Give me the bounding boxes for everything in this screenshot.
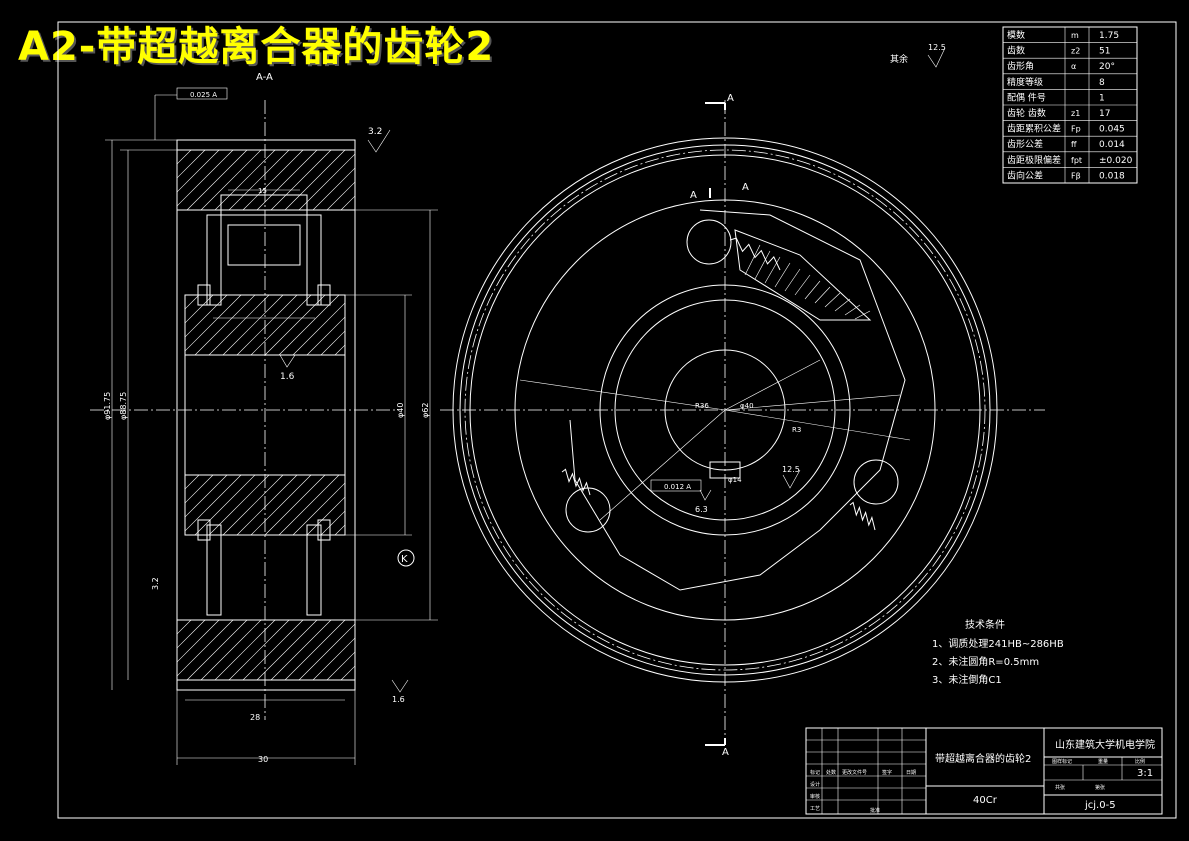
roughness-other: 12.5 [928,43,946,52]
gear-table-value: ±0.020 [1099,156,1133,166]
gear-table-symbol: z1 [1071,109,1080,118]
tb-role-1: 处数 [826,769,836,776]
dim-62: φ62 [421,403,430,418]
gear-table-label: 齿距累积公差 [1007,123,1061,135]
tb-role-6: 审核 [810,793,820,800]
section-view: A-A [90,72,438,765]
dim-root-dia: φ88.75 [119,392,128,420]
gear-table-label: 模数 [1007,29,1025,41]
roughness-5: 12.5 [782,465,800,474]
gear-table-label: 齿距极限偏差 [1007,154,1061,166]
tolerance-frame-2: 0.012 A [664,483,691,491]
section-label: A-A [256,72,273,83]
tech-heading: 技术条件 [965,618,1005,631]
drawing-title: A2-带超越离合器的齿轮2 [18,24,495,70]
tb-scale: 3:1 [1137,768,1153,779]
tb-material: 40Cr [973,795,998,806]
dim-width: 30 [258,755,268,764]
gear-table-value: 1 [1099,93,1105,103]
tb-part-name: 带超越离合器的齿轮2 [935,752,1031,765]
tb-col-2: 比例 [1135,758,1145,765]
tb-role-3: 签字 [882,769,892,776]
gear-table-symbol: z2 [1071,47,1080,56]
gear-table-label: 齿数 [1007,45,1025,57]
tb-col-5: 批准 [870,807,880,814]
dim-32: 3.2 [151,577,160,590]
gear-table-label: 齿轮 齿数 [1007,107,1046,119]
surface-other: 其余 [890,53,908,65]
gear-table-symbol: m [1071,31,1079,40]
gear-table-value: 8 [1099,78,1105,88]
tb-col-1: 重量 [1098,758,1108,765]
dim-28: 28 [250,713,260,722]
dim-15: 15 [258,187,267,195]
gear-table-symbol: α [1071,62,1076,71]
gear-table-symbol: Fp [1071,125,1081,134]
dim-phi14: φ14 [728,476,742,484]
tech-item-3: 3、未注倒角C1 [932,673,1002,686]
outer-frame [57,21,1177,819]
tb-col-3: 共张 [1055,784,1065,791]
dim-outer-dia: φ91.75 [103,392,112,420]
section-mark-mid-a: A [690,190,697,201]
tb-school: 山东建筑大学机电学院 [1055,738,1155,751]
front-view: A A A A R36 φ40 φ14 R3 0.012 A 6.3 12.5 … [440,43,1045,758]
gear-table-label: 齿形角 [1007,60,1034,72]
gear-table-symbol: Fβ [1071,171,1081,180]
gear-table-value: 0.014 [1099,140,1125,150]
tb-role-0: 标记 [810,769,820,776]
dim-r36: R36 [695,402,709,410]
tolerance-frame-1: 0.025 A [190,91,217,99]
technical-requirements: 技术条件 1、调质处理241HB~286HB 2、未注圆角R=0.5mm 3、未… [932,618,1064,686]
tb-col-4: 第张 [1095,784,1105,791]
gear-table-label: 配偶 件号 [1007,91,1046,103]
roughness-3: 1.6 [392,695,405,704]
gear-table-value: 0.045 [1099,125,1125,135]
dim-hub-dia: φ40 [396,403,405,418]
tb-col-0: 图样标记 [1052,758,1072,765]
roughness-1: 3.2 [368,127,382,137]
dim-r3: R3 [792,426,801,434]
gear-table-value: 1.75 [1099,31,1119,41]
gear-table-value: 17 [1099,109,1110,119]
roughness-2: 1.6 [280,372,295,382]
roughness-4: 6.3 [695,505,708,514]
gear-table-label: 精度等级 [1007,76,1043,88]
gear-table-symbol: ff [1071,140,1077,149]
tb-role-2: 更改文件号 [842,769,867,776]
gear-table-value: 51 [1099,47,1110,57]
section-mark-top: A [727,93,734,104]
gear-table-value: 20° [1099,62,1115,72]
section-mark-mid-b: A [742,182,749,193]
gear-table-label: 齿向公差 [1007,169,1043,181]
title-block: 带超越离合器的齿轮2 山东建筑大学机电学院 40Cr jcj.0-5 3:1 图… [805,727,1163,815]
tech-item-2: 2、未注圆角R=0.5mm [932,655,1039,668]
datum-k: K [401,554,408,565]
gear-table-symbol: fpt [1071,156,1082,165]
gear-parameter-table: 模数 m 1.75 齿数 z2 51 齿形角 α 20° 精度等级 8 配偶 件号 1 齿轮 齿数 z1 17… [1002,26,1138,184]
tb-role-4: 日期 [906,770,916,776]
tb-role-7: 工艺 [810,806,820,812]
section-mark-bottom: A [722,747,729,758]
gear-table-value: 0.018 [1099,171,1125,181]
gear-table-label: 齿形公差 [1007,138,1043,150]
tb-role-5: 设计 [810,781,820,788]
tech-item-1: 1、调质处理241HB~286HB [932,638,1064,650]
tb-drawing-no: jcj.0-5 [1084,800,1116,811]
dim-phi40: φ40 [740,402,754,410]
